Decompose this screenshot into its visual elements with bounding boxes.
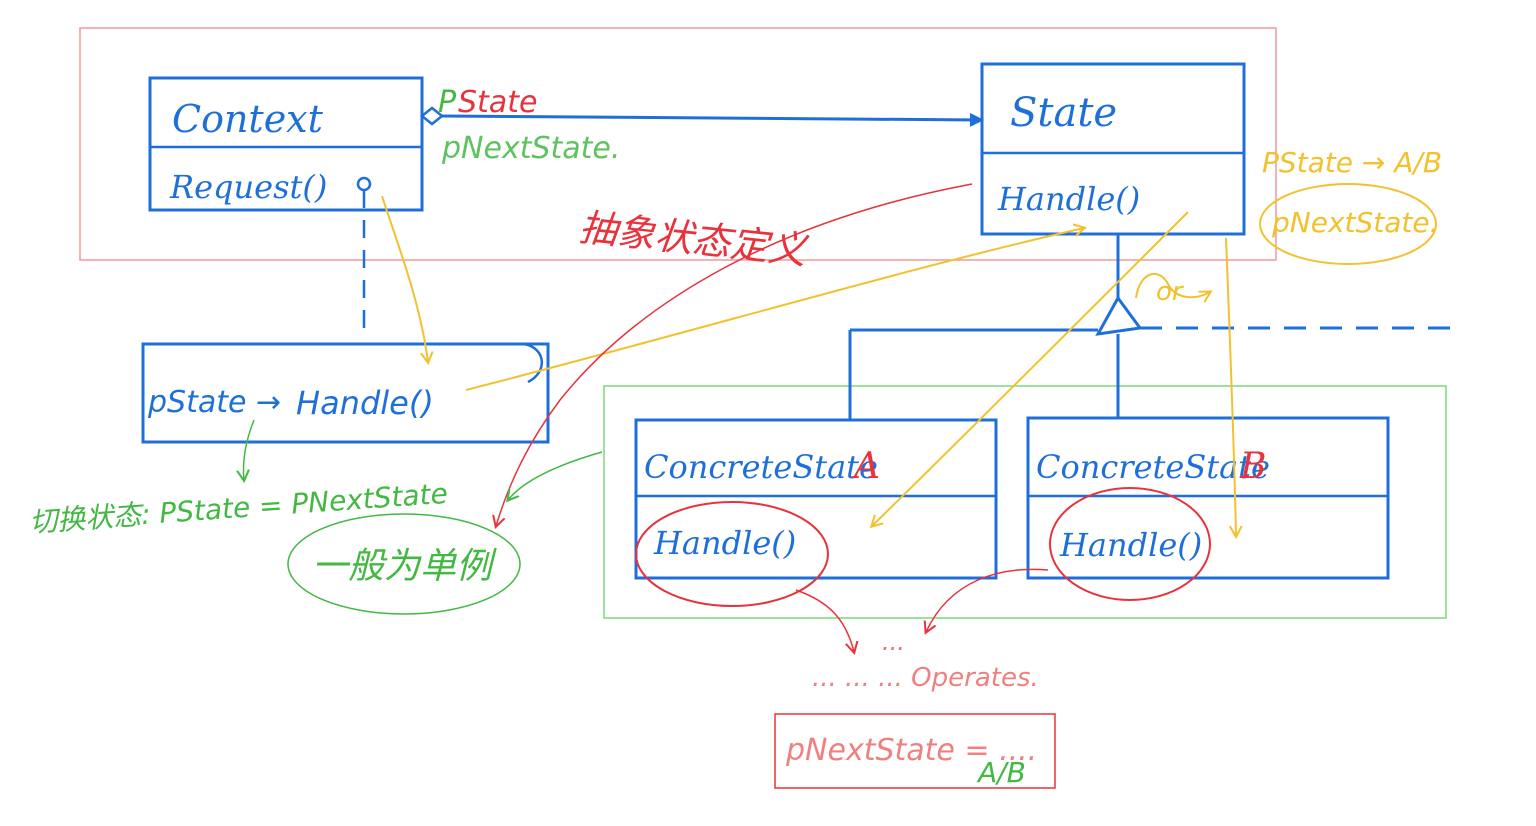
pstate-label-p: P [438,85,457,120]
concrete-b-to-operates [926,568,1049,632]
concrete-to-singleton-arrow [508,451,603,500]
pnextstate-label: pNextState. [441,131,620,166]
singleton-note: 一般为单例 [312,546,497,587]
ab-note: A/B [976,756,1026,789]
concrete-b-handle-highlight [1049,487,1211,601]
context-group-frame [79,27,1277,261]
state-handle-method: Handle() [997,180,1140,218]
concrete-state-a-class: ConcreteState A Handle() [634,418,998,607]
green-annotations: 切换状态: PState = PNextState 一般为单例 [28,419,603,615]
or-curve [1135,273,1210,298]
concrete-state-b-class: ConcreteState B Handle() [1026,416,1390,601]
concrete-a-handle: Handle() [653,524,796,562]
state-class-name: State [1010,90,1117,136]
concrete-b-name: ConcreteState [1036,448,1270,486]
pnext-assign-note: pNextState = .... [785,733,1037,768]
concrete-group-frame [603,385,1447,619]
inheritance-tree [848,234,1452,420]
handle-note-box: pState → Handle() [141,342,550,444]
red-annotations: 抽象状态定义 ... ... ... ... Operates. pNextSt… [496,183,1056,789]
state-class: State Handle() [980,62,1246,236]
concrete-a-handle-highlight [635,501,829,607]
pnextstate-note: pNextState. [1271,206,1439,239]
switch-state-note: 切换状态: PState = PNextState [28,477,449,539]
concrete-b-suffix: B [1239,446,1266,487]
singleton-highlight [287,513,521,615]
request-to-note-arrow [381,195,428,362]
yellow-annotations: or PState → A/B pNextState. [381,146,1442,536]
state-to-concrete-b-arrow [1225,237,1236,536]
concrete-a-to-operates [795,589,854,652]
note-pstate: pState [147,385,246,420]
context-request-method: Request() [169,168,327,206]
context-state-association: P State pNextState. [419,85,984,166]
note-anchor-circle [356,176,372,192]
context-class-name: Context [172,97,324,141]
abstract-state-note: 抽象状态定义 [577,205,811,273]
operates-note: ... ... ... Operates. [812,663,1039,693]
note-down-arrow [243,419,255,480]
concrete-a-suffix: A [851,446,880,487]
pnextstate-highlight [1259,183,1437,265]
pstate-ab-note: PState → A/B [1262,146,1442,179]
dots-mark: ... [882,628,905,656]
or-label: or [1156,277,1185,307]
pnext-assign-box [774,713,1056,789]
concrete-a-name: ConcreteState [644,448,878,486]
context-class: Context Request() [148,76,424,328]
state-to-note-curve [496,183,973,526]
state-to-concrete-a-arrow [872,211,1189,526]
note-handle-call: Handle() [296,384,434,422]
concrete-b-handle: Handle() [1059,526,1202,564]
note-arrow: → [256,385,281,420]
pstate-label-state: State [458,85,537,120]
note-to-state-arrow [465,228,1084,391]
